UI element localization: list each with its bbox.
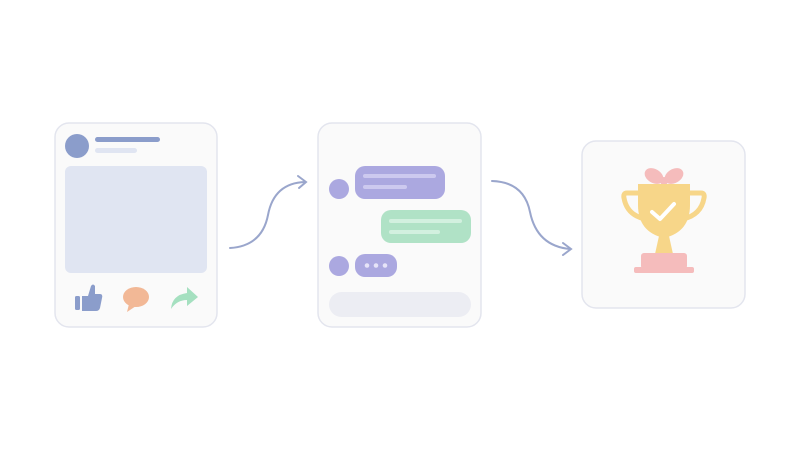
flow-arrow-2: [491, 180, 573, 256]
bow-icon: [644, 168, 684, 185]
chat-avatar: [329, 179, 349, 199]
outgoing-message-bubble: [381, 210, 471, 243]
chat-card: [317, 122, 482, 328]
checkmark-icon: [650, 202, 676, 221]
chat-avatar: [329, 256, 349, 276]
trophy-icon: [621, 184, 707, 273]
avatar: [65, 134, 89, 158]
share-arrow-icon[interactable]: [171, 287, 198, 309]
post-image: [65, 166, 207, 273]
comment-bubble-icon[interactable]: [123, 287, 149, 312]
flow-arrow-1: [229, 175, 308, 249]
post-author-line: [95, 137, 160, 142]
post-meta-line: [95, 148, 137, 153]
incoming-message-bubble: [355, 166, 445, 199]
thumbs-up-icon[interactable]: [75, 284, 103, 312]
social-post-card: [54, 122, 218, 328]
typing-dots-icon: [355, 254, 397, 277]
message-input[interactable]: [329, 292, 471, 317]
trophy-card: [581, 140, 746, 309]
